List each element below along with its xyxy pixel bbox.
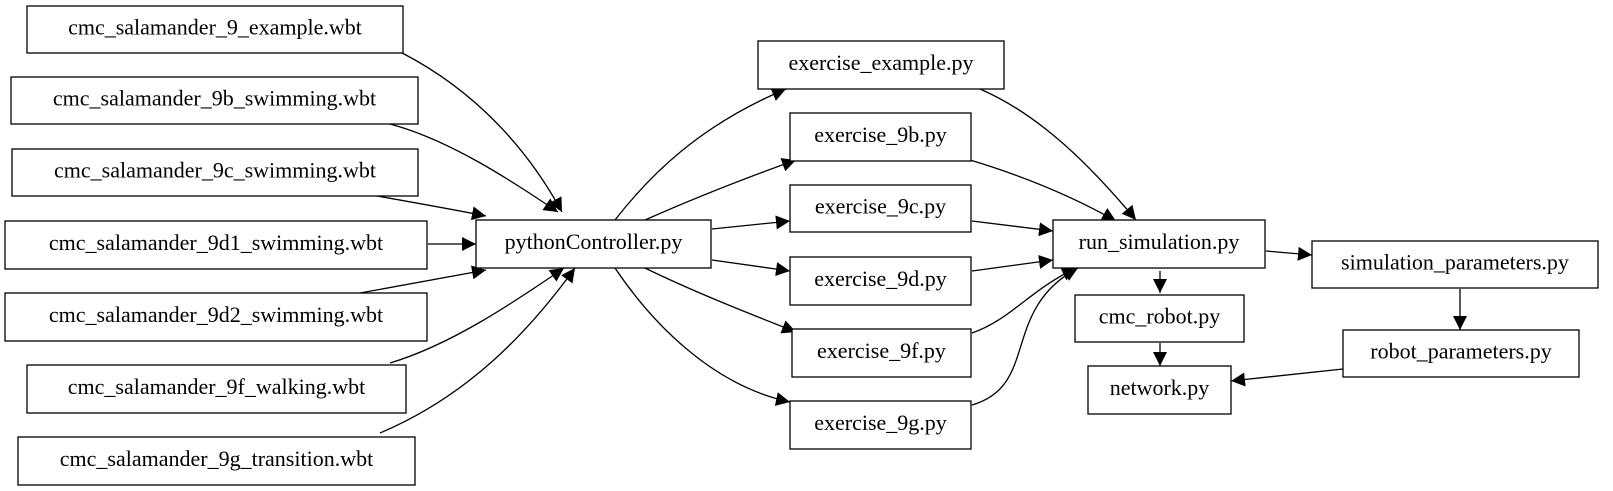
node-cmc-salamander-9d1-swimming-wbt[interactable]: cmc_salamander_9d1_swimming.wbt (4, 220, 428, 270)
node-label: cmc_salamander_9f_walking.wbt (68, 374, 366, 399)
node-run-simulation-py[interactable]: run_simulation.py (1052, 219, 1266, 269)
edge-python-controller-to-exercise-9c (711, 215, 791, 230)
node-label: cmc_robot.py (1099, 304, 1221, 329)
edge-exercise-9f-to-run-simulation (971, 267, 1077, 334)
edge-wbt-9g-to-python-controller (379, 267, 576, 434)
node-exercise-example-py[interactable]: exercise_example.py (757, 40, 1005, 90)
node-exercise-9c-py[interactable]: exercise_9c.py (789, 184, 972, 233)
edge-exercise-9d-to-run-simulation (971, 254, 1054, 272)
nodes: cmc_salamander_9_example.wbt cmc_salaman… (4, 5, 1599, 486)
node-label: exercise_9f.py (817, 338, 946, 363)
node-label: network.py (1110, 375, 1210, 400)
node-python-controller-py[interactable]: pythonController.py (475, 219, 712, 269)
node-label: cmc_salamander_9g_transition.wbt (60, 446, 373, 471)
edge-exercise-9c-to-run-simulation (971, 220, 1054, 237)
node-simulation-parameters-py[interactable]: simulation_parameters.py (1311, 240, 1599, 289)
node-exercise-9b-py[interactable]: exercise_9b.py (789, 112, 972, 162)
node-cmc-salamander-9-example-wbt[interactable]: cmc_salamander_9_example.wbt (26, 5, 404, 54)
edge-python-controller-to-exercise-9g (614, 267, 791, 406)
node-label: simulation_parameters.py (1341, 250, 1569, 275)
node-label: robot_parameters.py (1370, 339, 1551, 364)
edge-wbt-9f-to-python-controller (389, 267, 565, 364)
edge-wbt-9-example-to-python-controller (389, 46, 563, 213)
node-exercise-9g-py[interactable]: exercise_9g.py (789, 400, 972, 450)
node-label: exercise_9b.py (814, 122, 947, 147)
node-cmc-salamander-9d2-swimming-wbt[interactable]: cmc_salamander_9d2_swimming.wbt (4, 292, 428, 342)
edge-robot-parameters-to-network (1230, 368, 1344, 387)
edge-exercise-9b-to-run-simulation (969, 159, 1117, 222)
node-label: pythonController.py (505, 229, 683, 254)
node-label: exercise_example.py (788, 50, 973, 75)
edge-python-controller-to-exercise-9f (644, 267, 797, 334)
node-label: exercise_9d.py (814, 266, 947, 291)
edges (359, 46, 1467, 434)
node-exercise-9f-py[interactable]: exercise_9f.py (791, 328, 972, 378)
node-cmc-salamander-9g-transition-wbt[interactable]: cmc_salamander_9g_transition.wbt (17, 436, 416, 486)
edge-wbt-9b-to-python-controller (389, 123, 559, 213)
node-label: exercise_9g.py (814, 410, 947, 435)
node-label: cmc_salamander_9d1_swimming.wbt (49, 230, 383, 255)
edge-exercise-example-to-run-simulation (979, 88, 1137, 221)
node-robot-parameters-py[interactable]: robot_parameters.py (1342, 329, 1580, 378)
node-label: run_simulation.py (1079, 229, 1240, 254)
edge-python-controller-to-exercise-9d (711, 259, 791, 276)
node-cmc-salamander-9b-swimming-wbt[interactable]: cmc_salamander_9b_swimming.wbt (10, 76, 419, 125)
node-cmc-salamander-9f-walking-wbt[interactable]: cmc_salamander_9f_walking.wbt (26, 364, 407, 414)
edge-run-simulation-to-simulation-parameters (1265, 246, 1313, 261)
node-cmc-robot-py[interactable]: cmc_robot.py (1074, 294, 1245, 343)
node-exercise-9d-py[interactable]: exercise_9d.py (789, 256, 972, 306)
node-network-py[interactable]: network.py (1087, 365, 1232, 415)
node-cmc-salamander-9c-swimming-wbt[interactable]: cmc_salamander_9c_swimming.wbt (11, 148, 419, 197)
edge-wbt-9d2-to-python-controller (359, 265, 487, 294)
node-label: exercise_9c.py (815, 194, 946, 219)
node-label: cmc_salamander_9c_swimming.wbt (54, 158, 376, 183)
node-label: cmc_salamander_9_example.wbt (68, 15, 362, 40)
edge-exercise-9g-to-run-simulation (971, 267, 1079, 406)
edge-python-controller-to-exercise-example (614, 87, 787, 221)
node-label: cmc_salamander_9b_swimming.wbt (53, 86, 376, 111)
node-label: cmc_salamander_9d2_swimming.wbt (49, 302, 383, 327)
edge-python-controller-to-exercise-9b (644, 158, 797, 221)
